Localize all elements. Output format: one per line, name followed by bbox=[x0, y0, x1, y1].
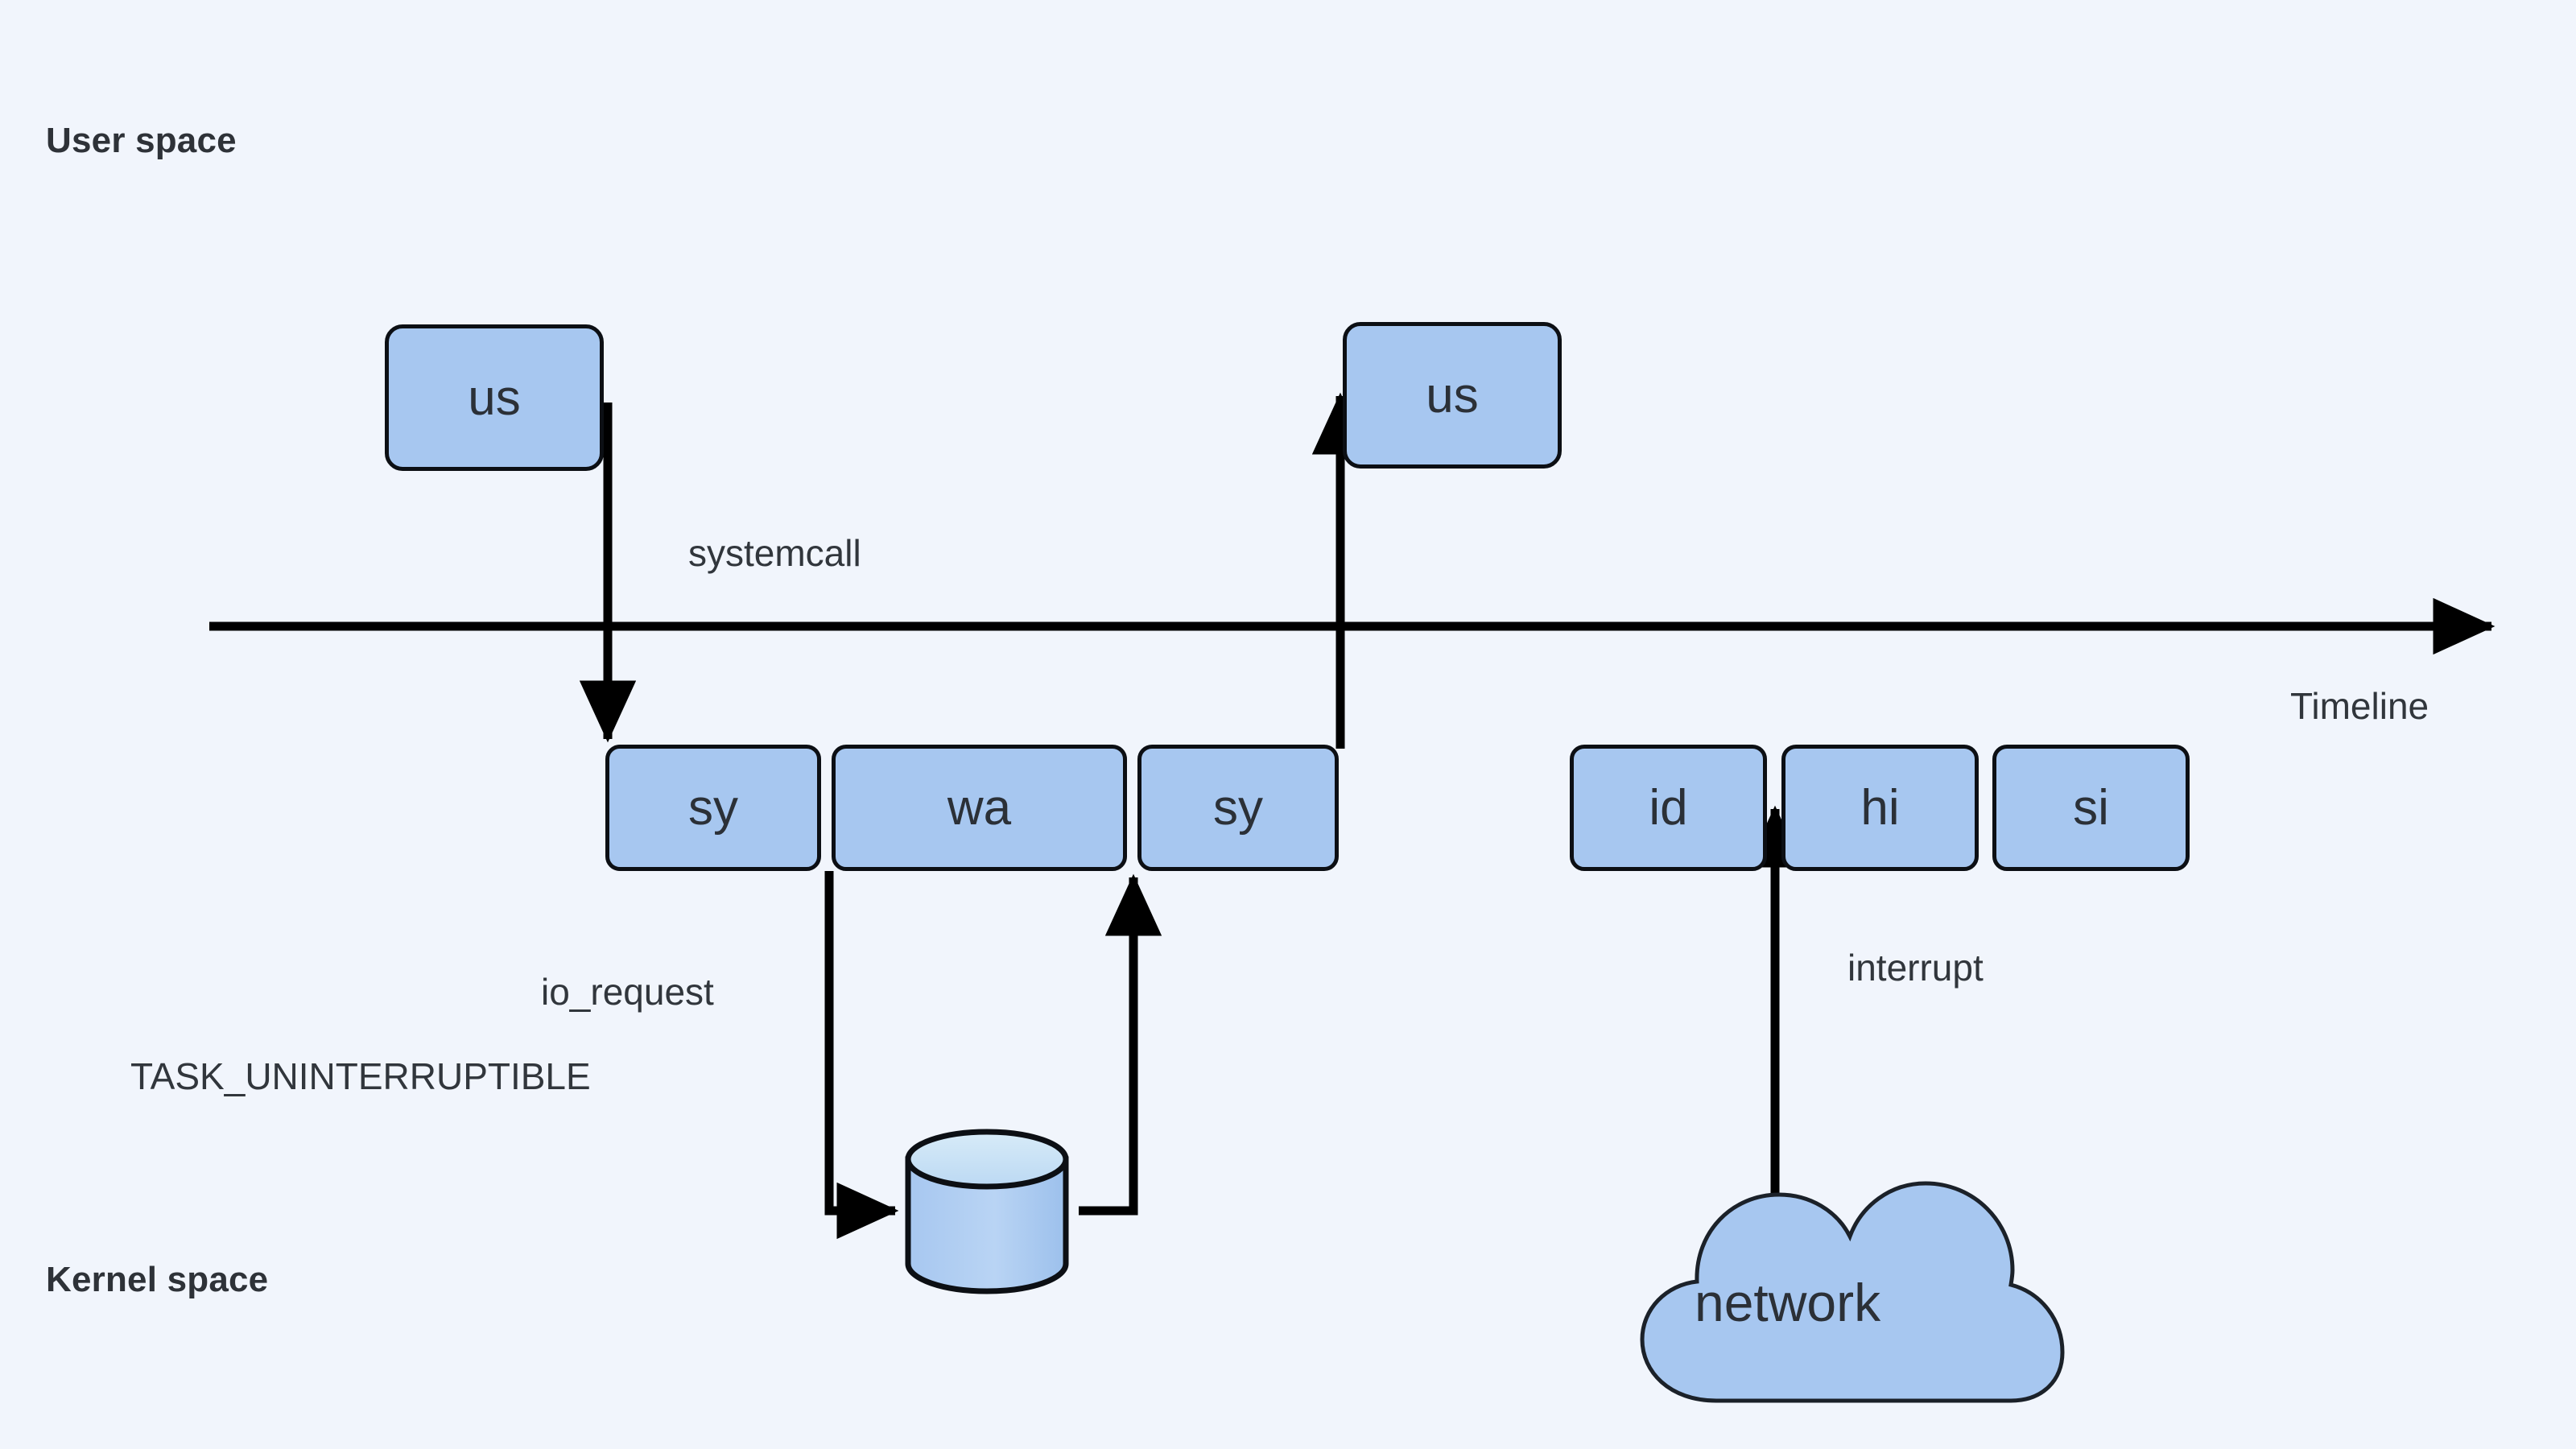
node-si[interactable]: si bbox=[1992, 745, 2190, 871]
node-wa[interactable]: wa bbox=[832, 745, 1127, 871]
edge-label-interrupt: interrupt bbox=[1847, 947, 1984, 989]
connector-io-return bbox=[1079, 873, 1162, 1216]
node-us-2[interactable]: us bbox=[1343, 322, 1562, 469]
node-sy-1[interactable]: sy bbox=[605, 745, 821, 871]
edge-label-task-uninterruptible: TASK_UNINTERRUPTIBLE bbox=[130, 1055, 591, 1097]
disk-cylinder-icon bbox=[905, 1129, 1069, 1294]
zone-label-user-space: User space bbox=[46, 121, 237, 160]
network-cloud-icon bbox=[1640, 1181, 2065, 1403]
zone-label-kernel-space: Kernel space bbox=[46, 1260, 269, 1299]
connector-io-request bbox=[824, 871, 899, 1240]
node-id[interactable]: id bbox=[1570, 745, 1767, 871]
edge-label-io-request: io_request bbox=[541, 971, 714, 1013]
node-sy-2[interactable]: sy bbox=[1137, 745, 1339, 871]
edge-label-systemcall: systemcall bbox=[688, 532, 861, 574]
node-hi[interactable]: hi bbox=[1781, 745, 1979, 871]
timeline-label: Timeline bbox=[2290, 685, 2429, 727]
node-us-1[interactable]: us bbox=[385, 324, 604, 471]
network-cloud-label: network bbox=[1695, 1273, 1881, 1332]
